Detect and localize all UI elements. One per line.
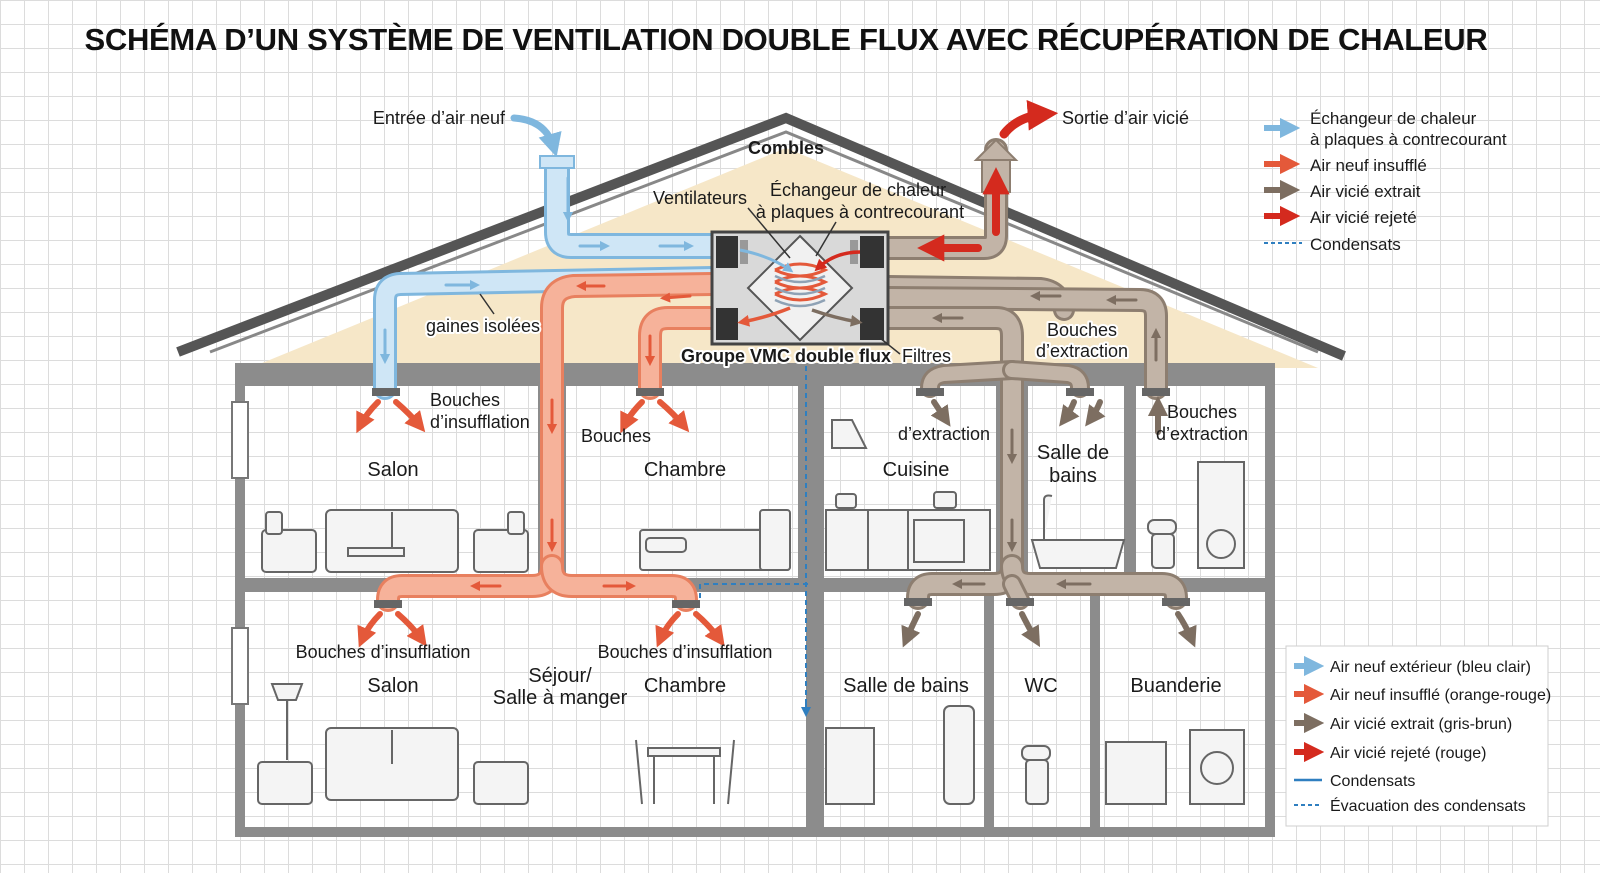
legend-bottom: Air neuf extérieur (bleu clair) Air neuf… [1285,645,1551,827]
furniture [257,419,1245,805]
legend-label: Condensats [1330,773,1415,790]
label-vmc-unit: Groupe VMC double flux [681,346,891,366]
extract-air-ducts [874,138,1188,610]
legend-top: Échangeur de chaleur à plaques à contrec… [1264,109,1507,254]
fresh-air-cap [539,155,575,169]
label-supply-salon-up-1: Bouches [430,390,500,410]
roof [176,112,1346,361]
label-extraction-right-1: Bouches [1167,402,1237,422]
label-exchanger-2: à plaques à contrecourant [756,202,964,222]
legend-label: Air vicié rejeté (rouge) [1330,745,1487,762]
wall [1124,386,1136,578]
label-supply-salon-up-2: d’insufflation [430,412,530,432]
legend-label: Air vicié rejeté [1310,208,1417,227]
label-supply-chambre-up: Bouches [581,426,651,446]
label-extraction-right-2: d’extraction [1156,424,1248,444]
room-wc: WC [1024,675,1057,697]
window [231,627,249,705]
leader-line [747,207,791,259]
label-extraction-attic-1: Bouches [1047,320,1117,340]
label-extraction-attic-2: d’extraction [1036,341,1128,361]
legend-label: Condensats [1310,235,1401,254]
room-salon-up: Salon [367,459,418,481]
label-attic: Combles [748,138,824,158]
diagram-title: SCHÉMA D’UN SYSTÈME DE VENTILATION DOUBL… [85,22,1488,57]
leader-line [479,293,495,315]
legend-label: Échangeur de chaleur [1310,109,1477,128]
unit-fresh-flow [739,248,794,273]
label-exchanger-1: Échangeur de chaleur [770,180,946,200]
label-supply-chambre-down: Bouches d’insufflation [598,642,773,662]
unit-supply-flow [737,306,791,327]
legend-label: Air vicié extrait (gris-brun) [1330,716,1512,733]
wall [806,592,824,828]
wall [1090,592,1100,828]
label-supply-salon-down: Bouches d’insufflation [296,642,471,662]
room-cuisine: Cuisine [883,459,950,481]
exhaust-chimney-cap [973,138,1019,161]
label-filters: Filtres [902,346,951,366]
unit-extract-flow [811,308,863,327]
wall [984,592,994,828]
room-chambre-up: Chambre [644,459,726,481]
legend-label: Air neuf insufflé (orange-rouge) [1330,687,1551,704]
room-buanderie: Buanderie [1130,675,1221,697]
legend-label: Air neuf extérieur (bleu clair) [1330,659,1531,676]
condensate-drain-line [699,583,808,598]
label-fans: Ventilateurs [653,188,747,208]
flow-arrows [379,100,1162,592]
room-sdb-down: Salle de bains [843,675,969,697]
leader-line [815,221,837,257]
label-stale-air-outlet: Sortie d’air vicié [1062,108,1189,128]
window [231,401,249,479]
room-airflow-arrows [356,395,1197,648]
vmc-unit [710,230,890,346]
room-sdb-up-2: bains [1049,465,1097,487]
label-extraction-cuisine: d’extraction [898,424,990,444]
legend-label: Évacuation des condensats [1330,796,1526,815]
room-salon-down: Salon [367,675,418,697]
leader-line [879,337,901,355]
legend-label: Air neuf insufflé [1310,156,1427,175]
fresh-air-ducts [373,155,725,400]
label-insulated-ducts: gaines isolées [426,316,540,336]
room-sdb-up-1: Salle de [1037,442,1109,464]
unit-reject-flow [814,250,861,272]
room-chambre-down: Chambre [644,675,726,697]
vents [372,388,1190,608]
room-sejour-1: Séjour/ [528,665,592,687]
wall [798,386,824,578]
label-fresh-air-inlet: Entrée d’air neuf [373,108,506,128]
room-sejour-2: Salle à manger [493,687,628,709]
legend-label: à plaques à contrecourant [1310,130,1507,149]
legend-label: Air vicié extrait [1310,182,1421,201]
